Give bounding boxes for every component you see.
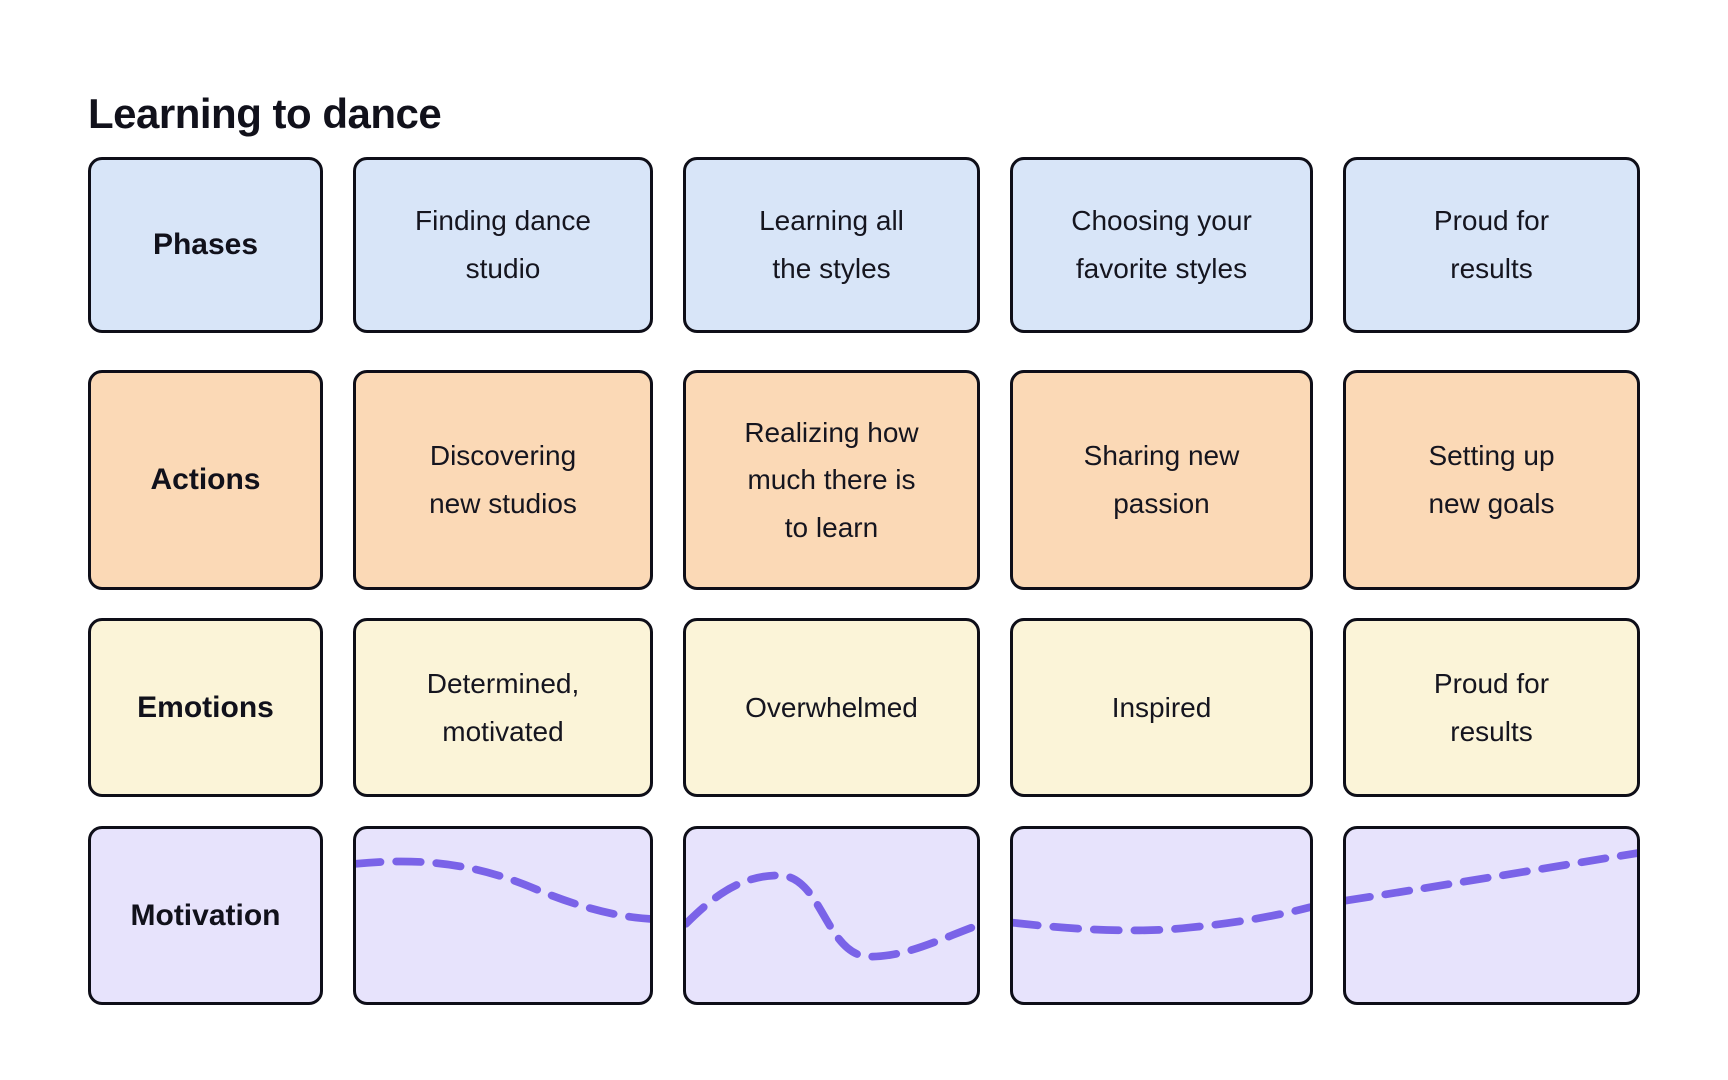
motivation-cell-1[interactable] xyxy=(353,826,653,1005)
action-cell-3[interactable]: Sharing new passion xyxy=(1010,370,1313,590)
emotion-cell-3[interactable]: Inspired xyxy=(1010,618,1313,797)
emotion-cell-4[interactable]: Proud for results xyxy=(1343,618,1640,797)
action-cell-2-text: Realizing how much there is to learn xyxy=(744,416,919,543)
emotion-cell-2[interactable]: Overwhelmed xyxy=(683,618,980,797)
motivation-row-label-box[interactable]: Motivation xyxy=(88,826,323,1005)
phase-cell-3-text: Choosing your favorite styles xyxy=(1071,205,1252,284)
page-title: Learning to dance xyxy=(88,90,442,138)
phase-cell-3[interactable]: Choosing your favorite styles xyxy=(1010,157,1313,333)
emotion-cell-1[interactable]: Determined, motivated xyxy=(353,618,653,797)
phase-cell-4[interactable]: Proud for results xyxy=(1343,157,1640,333)
motivation-curve-1 xyxy=(356,857,650,923)
motivation-curve-4 xyxy=(1346,849,1637,905)
motivation-cell-4[interactable] xyxy=(1343,826,1640,1005)
action-cell-2[interactable]: Realizing how much there is to learn xyxy=(683,370,980,590)
action-cell-3-text: Sharing new passion xyxy=(1083,440,1240,519)
phase-cell-1[interactable]: Finding dance studio xyxy=(353,157,653,333)
motivation-row-label: Motivation xyxy=(130,898,281,932)
phase-cell-2-text: Learning all the styles xyxy=(759,205,904,284)
motivation-curve-4-path xyxy=(1346,849,1637,905)
emotions-row-label-box[interactable]: Emotions xyxy=(88,618,323,797)
motivation-cell-3[interactable] xyxy=(1010,826,1313,1005)
motivation-curve-2-path xyxy=(686,871,977,961)
phase-cell-4-text: Proud for results xyxy=(1433,205,1550,284)
phase-cell-1-text: Finding dance studio xyxy=(415,205,591,284)
action-cell-4[interactable]: Setting up new goals xyxy=(1343,370,1640,590)
action-cell-4-text: Setting up new goals xyxy=(1428,440,1555,519)
emotion-cell-2-text: Overwhelmed xyxy=(745,691,918,723)
emotion-cell-4-text: Proud for results xyxy=(1433,667,1550,747)
emotions-row-label: Emotions xyxy=(137,690,274,724)
phases-row-label-box[interactable]: Phases xyxy=(88,157,323,333)
actions-row-label: Actions xyxy=(150,463,261,496)
phases-row-label: Phases xyxy=(152,228,259,261)
motivation-cell-2[interactable] xyxy=(683,826,980,1005)
emotion-cell-3-text: Inspired xyxy=(1111,691,1212,723)
motivation-curve-2 xyxy=(686,871,977,961)
motivation-curve-3 xyxy=(1013,903,1310,935)
actions-row-label-box[interactable]: Actions xyxy=(88,370,323,590)
motivation-curve-1-path xyxy=(356,857,650,923)
phase-cell-2[interactable]: Learning all the styles xyxy=(683,157,980,333)
emotion-cell-1-text: Determined, motivated xyxy=(426,667,580,747)
action-cell-1[interactable]: Discovering new studios xyxy=(353,370,653,590)
motivation-curve-3-path xyxy=(1013,903,1310,935)
action-cell-1-text: Discovering new studios xyxy=(429,440,577,519)
